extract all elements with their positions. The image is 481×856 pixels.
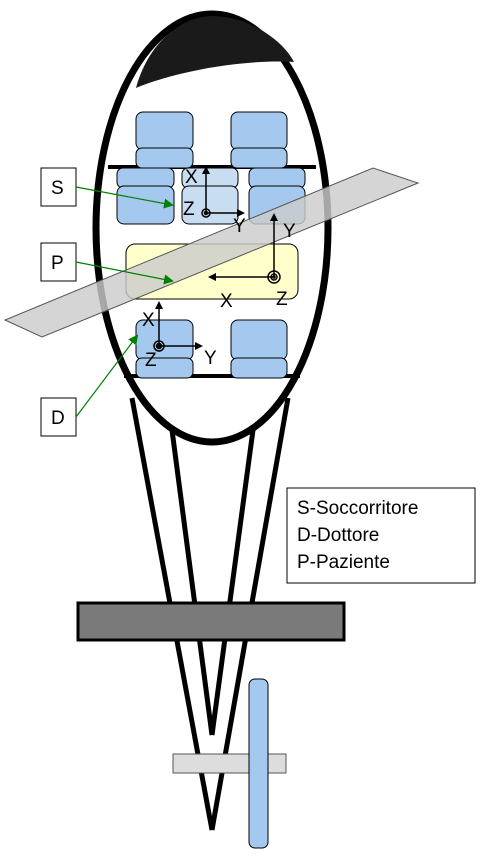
main-rotor-bar [76,601,346,642]
doctor-axes [153,301,203,352]
seat-rescuer-bottom [181,185,239,225]
tail-rotor-hub-bar [172,753,287,774]
rescuer-z-origin-dot [203,210,209,216]
doctor-x-label: X [142,310,155,331]
doctor-z-origin-outer [153,340,165,352]
doctor-z-origin-dot [157,344,161,348]
seat-mid-left-bottom [116,185,175,225]
patient-z-label: Z [276,289,288,310]
seat-front-right-back [230,111,288,151]
rear-seats [135,319,288,379]
callout-s-arrow [75,186,174,209]
legend-box [286,487,476,584]
seat-front-right-base [230,147,288,169]
cockpit-window [136,16,294,88]
rescuer-z-label: Z [183,199,195,220]
tail-boom-inner-right [209,429,256,736]
tail-boom-inner-left [169,429,215,736]
doctor-z-label: Z [145,350,157,371]
doctor-y-label: Y [204,348,217,369]
seat-mid-right-top [248,167,306,189]
seat-mid-left-top [116,167,175,189]
seat-rear-right-base [230,357,288,379]
patient-z-origin-inner [270,273,278,281]
seat-doctor-base [135,357,194,379]
callout-box-s [40,167,77,207]
legend-line-paziente: P-Paziente [297,552,390,573]
callout-s-label: S [51,178,64,199]
legend-line-dottore: D-Dottore [297,525,379,546]
callout-p-label: P [51,253,64,274]
patient-axes [208,270,281,284]
rescuer-x-label: X [185,167,198,188]
legend-line-soccorritore: S-Soccorritore [297,498,418,519]
rescuer-y-label: Y [233,216,246,237]
section-plane [3,167,420,338]
tail-rotor-blade [248,678,269,849]
patient-x-label: X [220,291,233,312]
doctor-z-origin-inner [155,342,163,350]
rescuer-extra-y-label: Y [283,221,296,242]
callout-box-p [40,242,77,282]
seat-front-left-back [135,111,194,151]
seat-front-left-base [135,147,194,169]
patient-z-origin-dot [272,275,276,279]
callout-box-d [40,397,77,437]
callout-p-arrow [75,261,174,285]
seat-rear-right-back [230,319,288,361]
rescuer-z-origin-outer [201,208,211,218]
rescuer-axes [201,166,278,277]
callout-arrows [75,186,174,418]
front-seats [135,111,288,169]
callout-d-label: D [51,408,65,429]
patient-z-origin-outer [267,270,281,284]
callout-d-arrow [75,334,139,418]
